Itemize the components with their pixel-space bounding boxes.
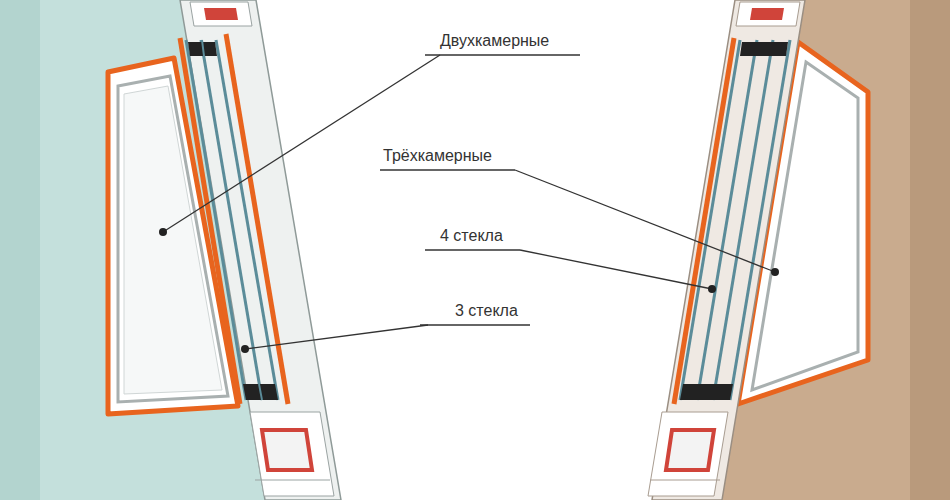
reinforcement (666, 430, 714, 470)
leader-dot (771, 268, 779, 276)
glass-pane (202, 40, 204, 56)
leader-dot (241, 345, 249, 353)
glass-pane (697, 40, 757, 400)
left-window (0, 0, 341, 500)
glass-pane (730, 40, 790, 400)
right-window (648, 0, 950, 500)
profile-section (180, 0, 341, 500)
profile-chamber (190, 2, 252, 26)
leader-dot (708, 285, 716, 293)
glass-pane (713, 40, 773, 400)
label-underline (380, 169, 515, 170)
leader-line (520, 250, 712, 289)
reinforcement (750, 8, 784, 20)
callout-label: Трёхкамерные (383, 146, 492, 165)
callout-label: Двухкамерные (440, 31, 549, 50)
leader-dot (159, 228, 167, 236)
chamber-wall (255, 480, 330, 481)
spacer (740, 42, 788, 56)
label-underline (425, 54, 580, 55)
callout-label: 3 стекла (455, 301, 518, 320)
leader-dots (159, 228, 779, 353)
leader-lines (163, 55, 775, 349)
reinforcement (262, 430, 312, 470)
profile-chamber (736, 2, 800, 26)
glass-pane (680, 40, 740, 400)
label-underline (420, 324, 530, 325)
label-underline (425, 249, 520, 250)
chamber-wall (650, 480, 720, 481)
glass-pane (201, 40, 262, 400)
spacer (680, 384, 733, 400)
glass-pane (259, 384, 262, 400)
seal-gasket (226, 34, 288, 404)
glass-pane (186, 40, 246, 400)
leader-line (163, 55, 440, 232)
frame-shade (910, 0, 950, 500)
profile-chamber (250, 412, 334, 496)
spacer (243, 384, 278, 400)
callout-label: 4 стекла (440, 226, 503, 245)
leader-line (245, 325, 428, 349)
frame-shade (0, 0, 40, 500)
profile-chamber (648, 412, 728, 496)
reinforcement (204, 8, 238, 20)
